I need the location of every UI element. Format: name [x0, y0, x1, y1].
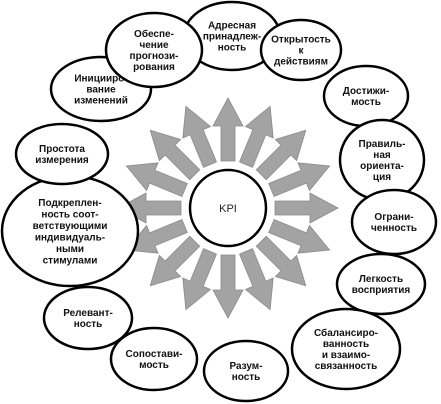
node-label-line: чение: [139, 40, 169, 51]
node-label-line: ченность: [371, 223, 417, 234]
center-node: KPI: [188, 168, 268, 248]
node-label-line: Сопостави-: [126, 349, 183, 360]
arrow-shape: [212, 97, 244, 162]
node-label-line: Обеспе-: [134, 28, 174, 40]
arrow-shape: [274, 192, 339, 224]
node-label-line: Правиль-: [359, 139, 406, 150]
node-sopostavimost: Сопостави-мость: [109, 326, 199, 392]
node-ellipse: [290, 307, 402, 391]
node-ellipse: [42, 285, 134, 351]
node-podkreplennost: Подкреплен-ность соот-ветствующимииндиви…: [0, 174, 140, 288]
node-ellipse: [335, 252, 427, 316]
node-razumnost: Разум-ность: [202, 339, 290, 403]
node-label-line: измерения: [35, 155, 89, 166]
node-label-line: принадлеж-: [203, 32, 261, 43]
arrow-shape: [149, 235, 201, 287]
node-label-line: восприятия: [352, 285, 411, 296]
node-label-line: действиям: [274, 57, 328, 68]
node-label-line: прогнози-: [130, 51, 179, 62]
node-label-line: Разум-: [229, 361, 262, 372]
node-label-line: связанность: [315, 361, 377, 372]
node-ellipse: [104, 11, 204, 89]
node-label-line: Открытость: [271, 35, 331, 46]
node-ellipse: [109, 326, 199, 392]
node-label-line: ванность: [323, 339, 369, 350]
node-ogranichennost: Ограни-ченность: [350, 188, 438, 256]
node-label-line: Сбалансиро-: [314, 327, 378, 339]
arrow-shape: [238, 248, 274, 311]
arrow-shape: [238, 105, 274, 168]
arrow-shape: [255, 235, 307, 287]
arrow-shape: [268, 162, 331, 198]
node-label-line: и взаимо-: [322, 350, 370, 361]
node-label-line: ность: [232, 372, 261, 383]
node-label-line: Адресная: [208, 21, 256, 32]
node-label-line: Ограни-: [374, 212, 413, 223]
node-label-line: ориента-: [360, 161, 404, 172]
node-label-line: ная: [373, 150, 391, 161]
node-label-line: рования: [133, 62, 175, 73]
node-ellipse: [202, 339, 290, 403]
center-label: KPI: [219, 203, 237, 215]
node-label-line: Легкость: [359, 274, 403, 285]
node-label-line: ветствующими: [33, 221, 108, 232]
arrow-shape: [212, 254, 244, 319]
node-label-line: ность: [74, 319, 103, 330]
node-label-line: к: [298, 46, 304, 57]
arrow-shape: [125, 162, 188, 198]
center-circle: [188, 168, 268, 248]
arrow-shape: [149, 129, 201, 181]
node-dostizhimost: Достижи-мость: [322, 64, 410, 128]
arrow-ring: [117, 97, 339, 319]
node-label-line: ция: [373, 172, 391, 183]
node-label-line: Подкреплен-: [38, 198, 101, 209]
node-label-line: мость: [351, 97, 381, 108]
node-label-line: Достижи-: [343, 86, 389, 97]
node-ellipse: [14, 122, 110, 186]
node-label-line: стимулами: [43, 255, 98, 266]
node-label-line: Иницииро-: [74, 74, 127, 85]
arrow-shape: [268, 218, 331, 254]
node-label-line: изменений: [74, 96, 128, 107]
node-label-line: вание: [86, 85, 116, 96]
arrow-shape: [182, 105, 218, 168]
node-relevantnost: Релевант-ность: [42, 285, 134, 351]
node-label-line: Релевант-: [63, 308, 113, 319]
node-label-line: ность: [218, 43, 247, 54]
node-label-line: ными: [56, 244, 84, 255]
node-ellipse: [259, 18, 343, 82]
arrow-shape: [255, 129, 307, 181]
node-label-line: индивидуаль-: [35, 232, 105, 243]
node-label-line: Простота: [39, 144, 85, 155]
node-label-line: мость: [139, 360, 169, 371]
node-label-line: ность соот-: [41, 209, 98, 220]
arrow-shape: [182, 248, 218, 311]
